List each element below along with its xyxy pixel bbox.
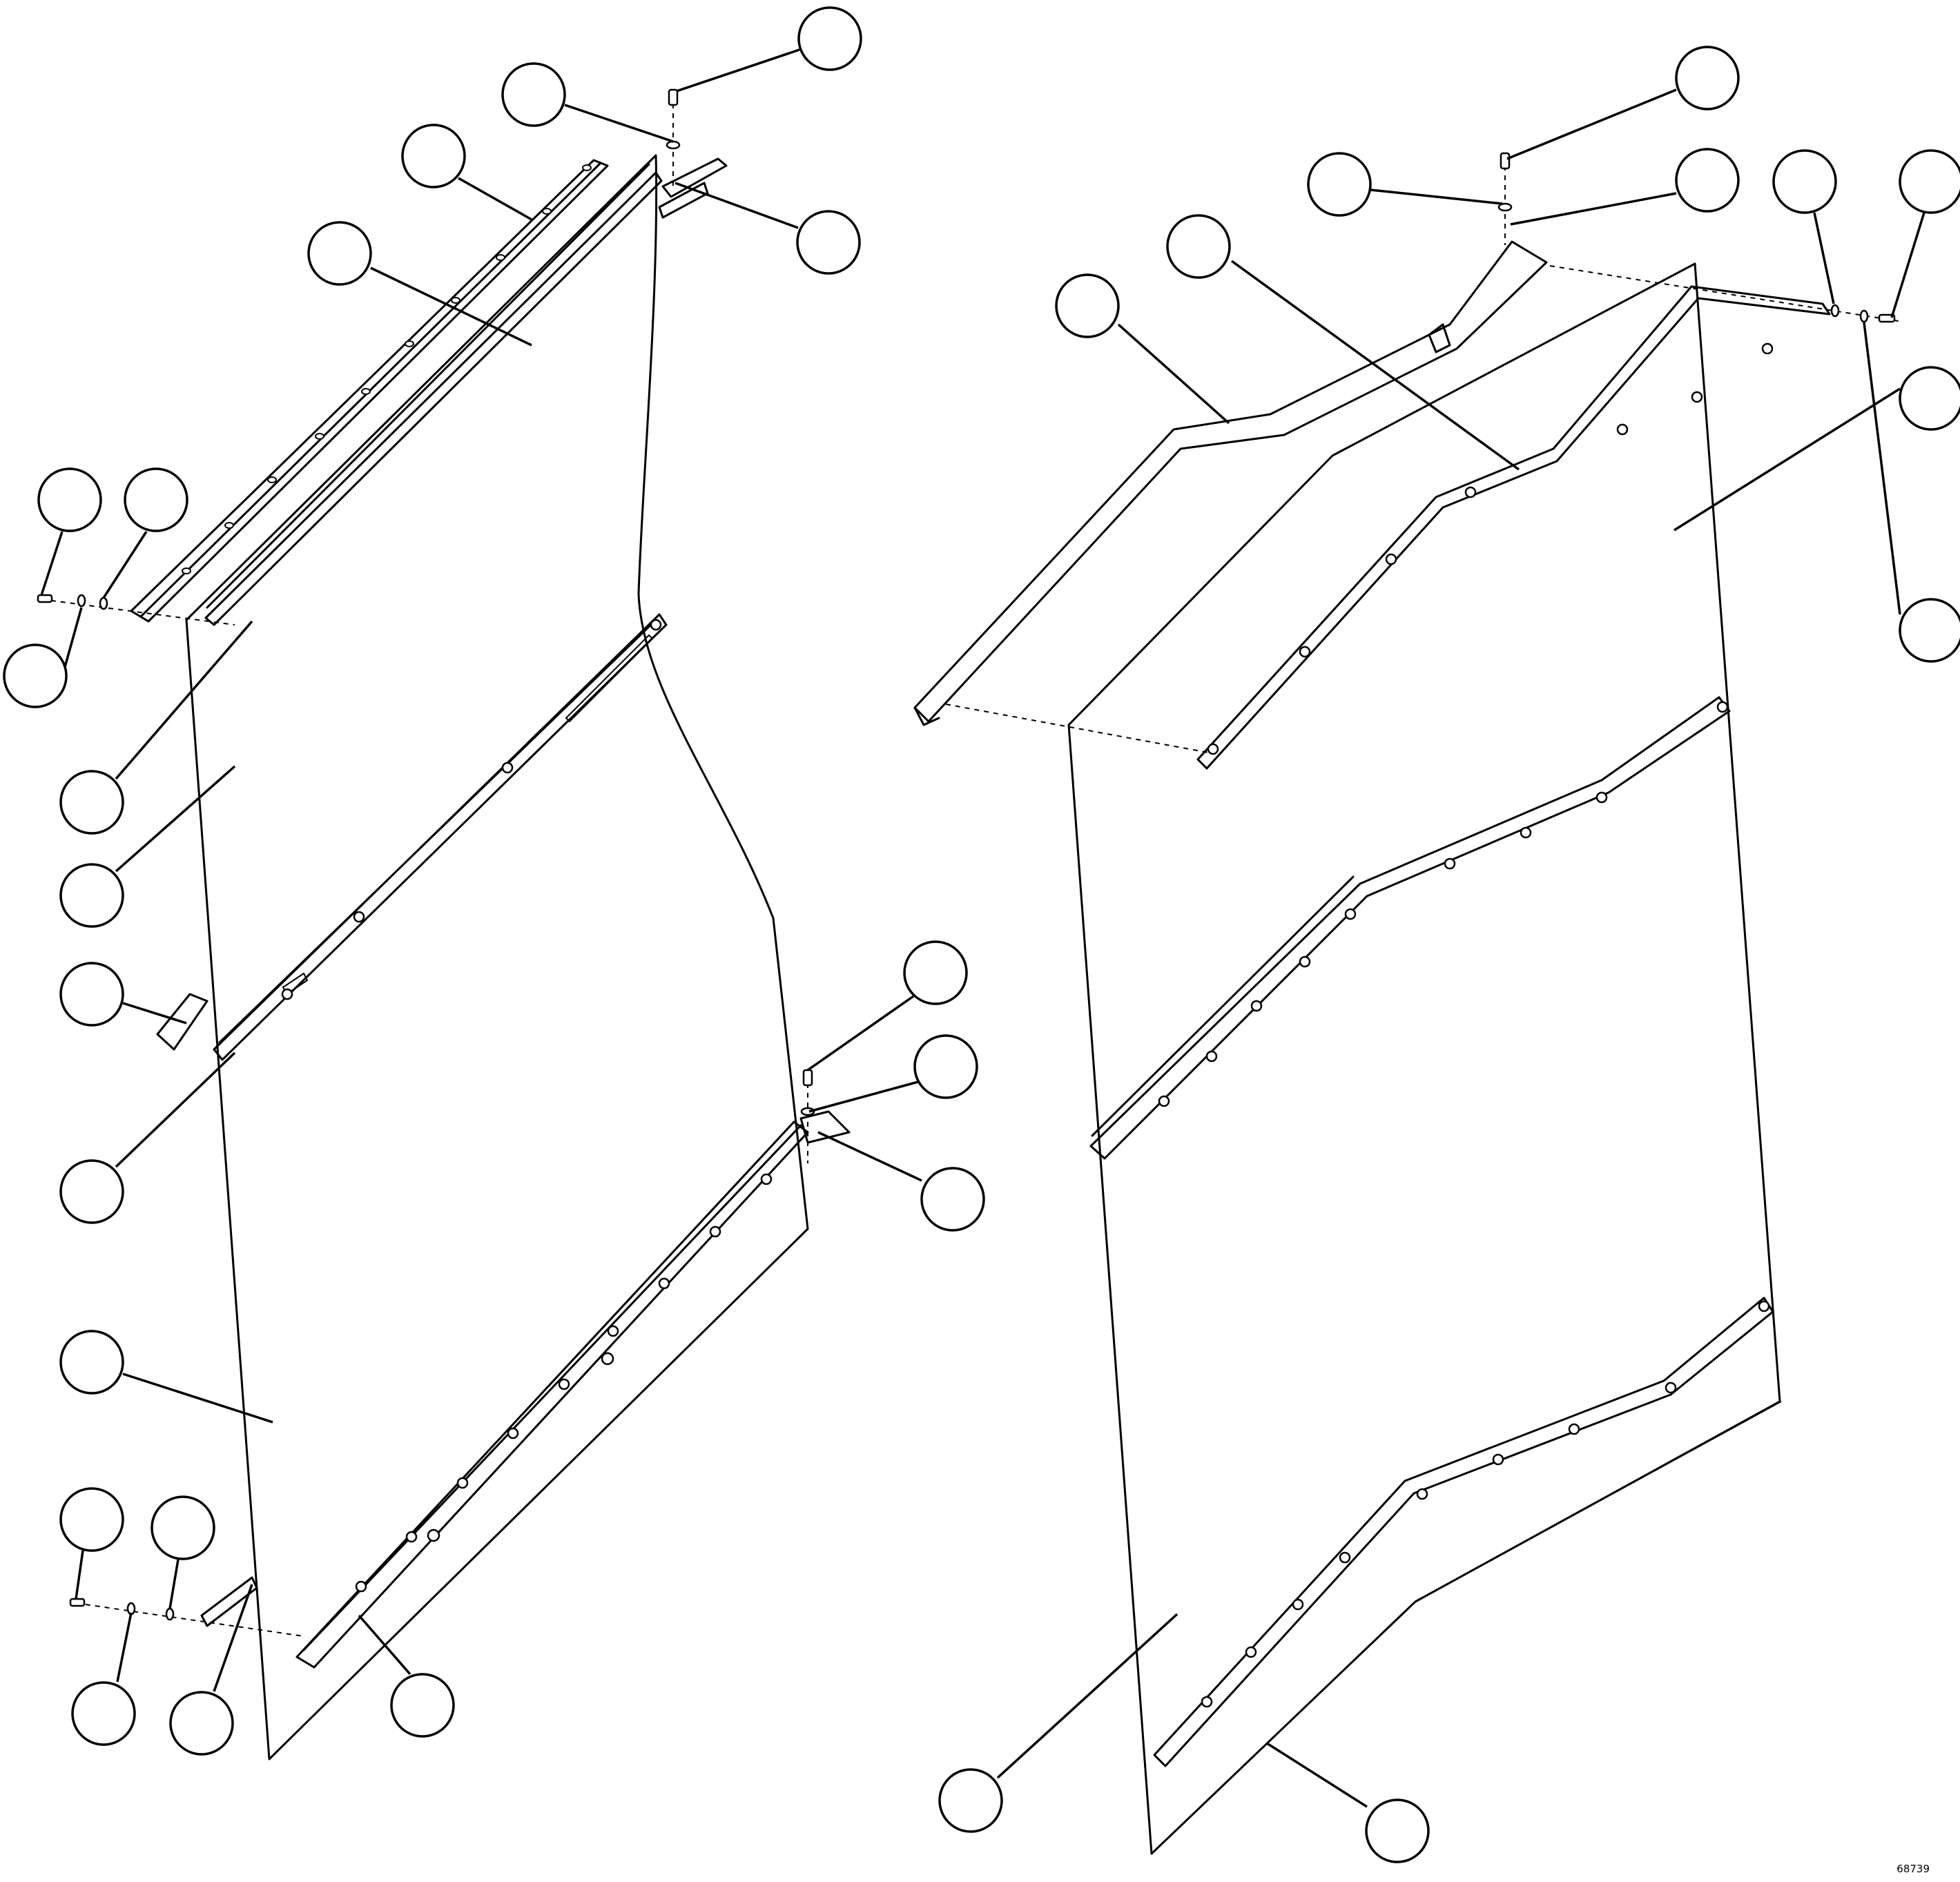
left-callout-bubble-6 [37, 467, 102, 532]
left-callout-bubble-9 [59, 770, 124, 835]
left-fasteners [37, 88, 815, 1621]
left-panel-sheet [185, 154, 809, 1760]
right-assembly [913, 152, 1899, 1855]
right-panel-inner-line [1068, 724, 1782, 1854]
left-callout-bubble-2 [501, 62, 566, 127]
left-callout-bubble-7 [124, 467, 188, 532]
right-assembly-line-rt [1549, 265, 1899, 322]
right-callout-bubble-6 [1166, 214, 1231, 279]
left-callout-bubble-20 [169, 1691, 234, 1756]
right-callout-bubble-10 [938, 1768, 1003, 1833]
left-bottom-rail [295, 1121, 809, 1669]
right-callout-bubble-11 [1365, 1798, 1430, 1863]
right-upper-bracket [913, 240, 1548, 723]
left-middle-slot [282, 634, 654, 996]
left-callout-bubble-8 [3, 643, 68, 708]
right-fasteners [1497, 152, 1896, 323]
right-callout-bubble-3 [1675, 148, 1740, 213]
left-top-rail-holes [182, 164, 592, 574]
left-callout-bubble-18 [151, 1495, 215, 1560]
right-callout-bubble-5 [1899, 149, 1960, 214]
right-assembly-line-lb [945, 704, 1209, 753]
left-short-bar [156, 993, 208, 1051]
left-bottom-strip [200, 1576, 258, 1627]
left-callout-bubble-10 [59, 863, 124, 928]
left-callout-bubble-11 [59, 962, 124, 1027]
left-callout-bubble-3 [401, 124, 466, 188]
left-top-clip [658, 157, 728, 219]
left-bottom-clip [799, 1110, 851, 1144]
left-callout-bubble-14 [920, 1167, 985, 1232]
figure-number: 68739 [1896, 1863, 1930, 1875]
left-assembly [37, 88, 851, 1760]
right-callout-bubble-7 [1055, 273, 1120, 338]
left-callout-bubble-21 [390, 1673, 455, 1738]
left-callout-bubble-19 [71, 1681, 136, 1746]
left-callout-bubble-4 [796, 210, 861, 275]
left-middle-rail [213, 613, 668, 1061]
right-middle-rail [1089, 696, 1731, 1160]
right-callout-bubble-1 [1675, 46, 1740, 110]
right-callout-bubble-9 [1899, 598, 1960, 663]
left-assembly-line-bl [75, 1602, 304, 1637]
left-callout-bubble-5 [307, 221, 372, 286]
left-bottom-rail-bolts [355, 1173, 773, 1593]
right-rail-bolts [1158, 342, 1774, 1708]
left-callout-bubble-1 [797, 6, 862, 71]
right-callout-bubble-2 [1307, 152, 1372, 217]
left-top-channel [204, 163, 663, 626]
right-upper-bracket-tab [913, 323, 1451, 726]
right-bottom-rail [1153, 1297, 1774, 1767]
right-callout-bubble-8 [1899, 366, 1960, 431]
left-top-rail [130, 159, 609, 623]
callouts-left [3, 6, 985, 1756]
leader-lines [40, 48, 1925, 1808]
left-middle-rail-bolts [281, 619, 662, 1000]
left-callout-bubble-15 [59, 1159, 124, 1224]
right-callout-bubble-4 [1772, 149, 1837, 214]
left-callout-bubble-16 [59, 1330, 124, 1395]
left-callout-bubble-13 [913, 1034, 978, 1099]
left-assembly-line-ul [41, 599, 235, 625]
left-callout-bubble-17 [59, 1487, 124, 1552]
callouts-right [938, 46, 1960, 1863]
left-callout-bubble-12 [903, 940, 968, 1005]
